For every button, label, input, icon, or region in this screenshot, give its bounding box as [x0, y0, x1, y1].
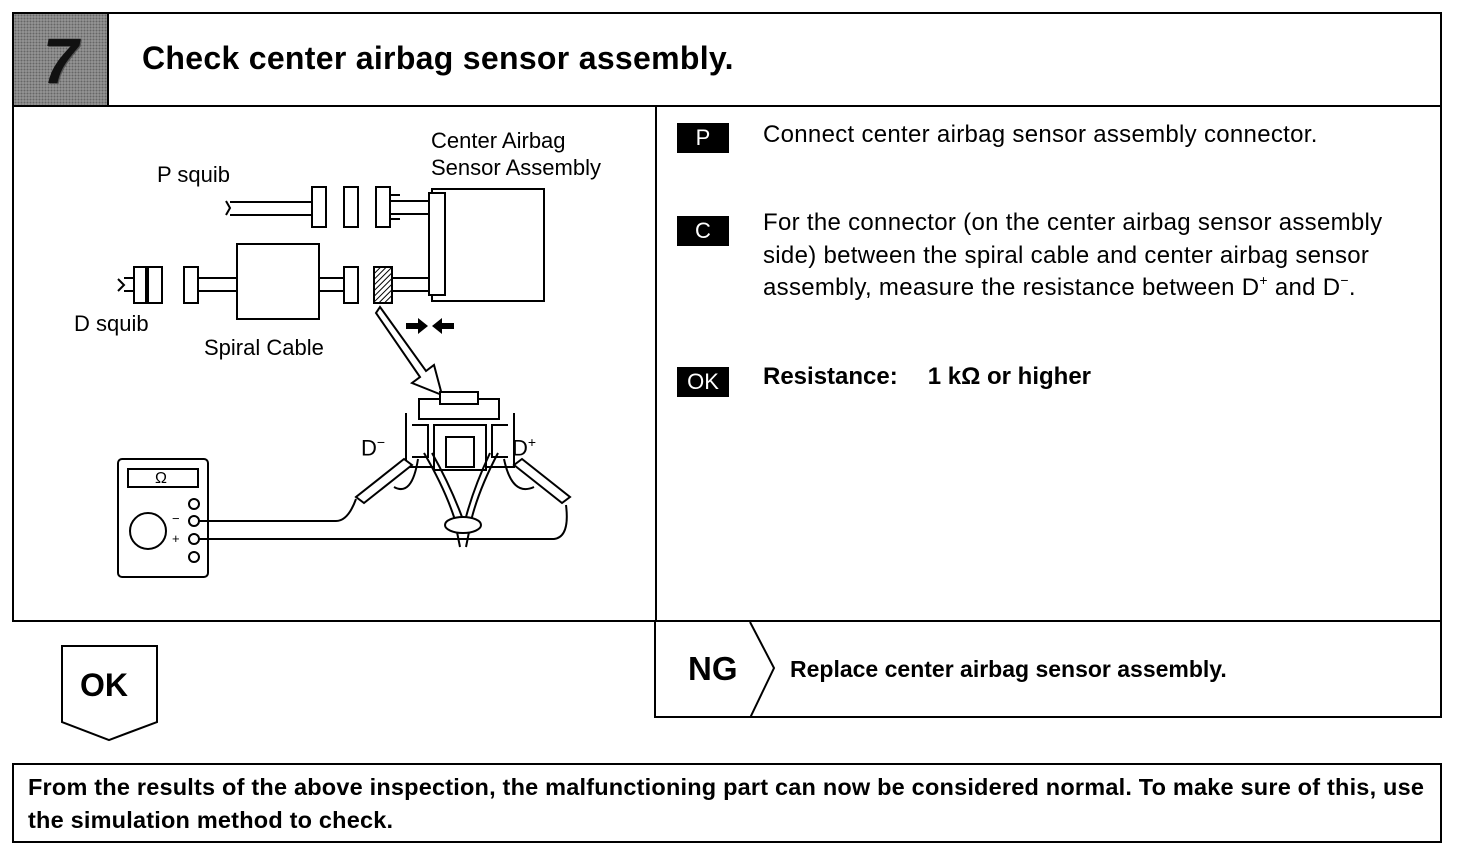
- column-divider: [655, 107, 657, 622]
- ng-branch-text: Replace center airbag sensor assembly.: [790, 656, 1227, 682]
- ng-branch-box: NG Replace center airbag sensor assembly…: [654, 622, 1442, 718]
- d-plus-label: D+: [512, 429, 536, 461]
- resistance-value: 1 kΩ or higher: [927, 363, 1092, 390]
- step-header: 7 Check center airbag sensor assembly.: [12, 12, 1442, 107]
- step-number-box: 7: [14, 14, 109, 107]
- p-squib-label: P squib: [157, 162, 230, 187]
- c-badge: C: [677, 216, 729, 246]
- ng-chevron-divider: [749, 622, 776, 718]
- c-instruction-plus: +: [1259, 272, 1268, 288]
- spiral-cable-label: Spiral Cable: [204, 335, 324, 360]
- meter-plus-terminal-label: +: [172, 531, 180, 546]
- meter-minus-terminal-label: −: [172, 511, 180, 526]
- d-minus-sign: −: [376, 434, 386, 450]
- c-instruction-end: .: [1348, 274, 1356, 301]
- p-badge: P: [677, 123, 729, 153]
- d-plus-sign: +: [527, 434, 537, 450]
- c-instruction-text: For the connector (on the center airbag …: [763, 207, 1433, 305]
- conclusion-note: From the results of the above inspection…: [12, 763, 1442, 843]
- c-instruction-minus: −: [1340, 272, 1349, 288]
- center-airbag-sensor-label-line1: Center Airbag: [431, 128, 566, 153]
- c-instruction-body: For the connector (on the center airbag …: [763, 209, 1383, 301]
- d-minus-letter: D: [361, 435, 377, 461]
- instructions-panel: P Connect center airbag sensor assembly …: [657, 107, 1442, 622]
- c-instruction-and: and D: [1267, 274, 1341, 301]
- ok-branch-arrow-shape: [61, 645, 158, 742]
- ng-branch-label: NG: [688, 650, 738, 687]
- resistance-label: Resistance:: [763, 363, 898, 390]
- d-squib-label: D squib: [74, 311, 149, 336]
- resistance-spec: Resistance: 1 kΩ or higher: [763, 363, 1091, 391]
- ohmmeter-symbol: Ω: [155, 470, 167, 487]
- inspection-body: Center Airbag Sensor Assembly P squib D …: [12, 105, 1442, 622]
- step-number: 7: [42, 24, 79, 97]
- d-minus-label: D−: [361, 429, 385, 461]
- center-airbag-sensor-label-line2: Sensor Assembly: [431, 155, 601, 180]
- center-airbag-sensor-label: Center Airbag Sensor Assembly: [431, 127, 601, 181]
- ok-badge: OK: [677, 367, 729, 397]
- step-title: Check center airbag sensor assembly.: [142, 40, 734, 76]
- d-plus-letter: D: [512, 435, 528, 461]
- wiring-diagram: Center Airbag Sensor Assembly P squib D …: [14, 107, 655, 622]
- connector-diagram-illustration: [117, 186, 572, 578]
- ok-branch-label: OK: [80, 667, 128, 703]
- p-instruction-text: Connect center airbag sensor assembly co…: [763, 121, 1318, 148]
